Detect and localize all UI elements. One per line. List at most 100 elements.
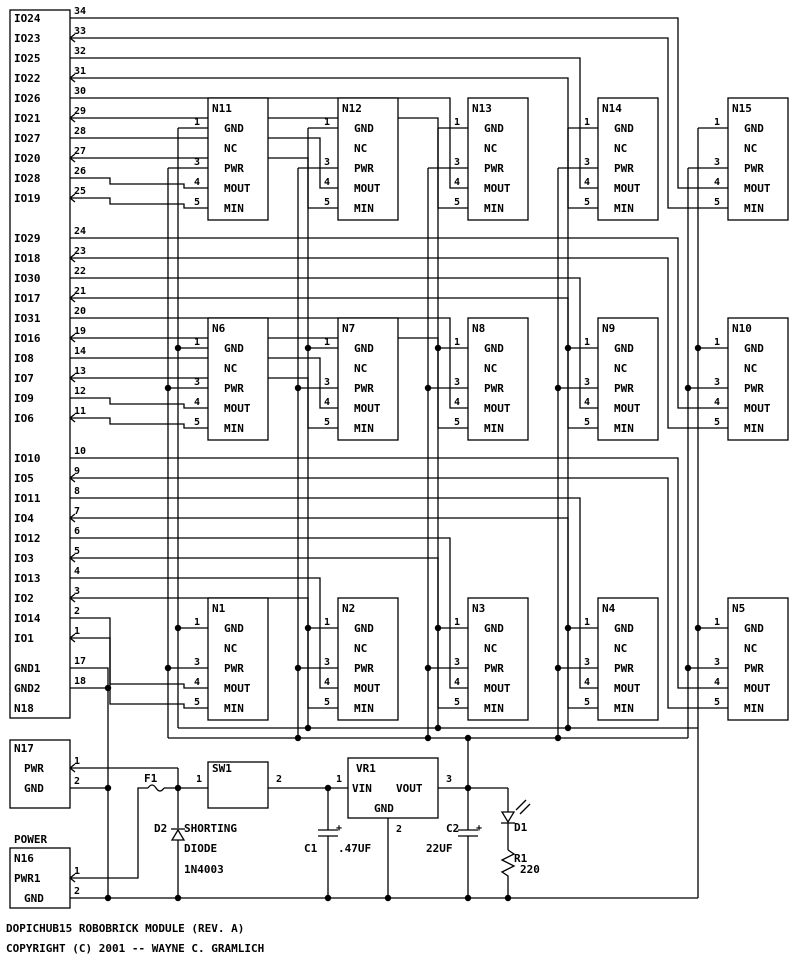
wires [64, 13, 746, 903]
node-pin-num: 1 [714, 117, 720, 128]
junction-dot [164, 384, 172, 392]
io-label-gnd1: GND1 [14, 662, 41, 675]
io-pin-num-10: 10 [74, 446, 86, 457]
node-pin-label: MIN [484, 422, 504, 435]
io-label-io3: IO3 [14, 552, 34, 565]
node-pin-num: 1 [194, 117, 200, 128]
node-pin-num: 5 [714, 417, 720, 428]
node-pin-num: 4 [194, 677, 200, 688]
wire [70, 637, 219, 709]
node-pin-num: 5 [324, 417, 330, 428]
node-pin-num: 1 [454, 337, 460, 348]
node-pin-label: MIN [744, 422, 764, 435]
wire [70, 177, 224, 189]
junction-dot [554, 664, 562, 672]
junction-dot [554, 384, 562, 392]
node-n2 [337, 597, 399, 721]
vr1-pin1: 1 [336, 774, 342, 785]
io-label-io31: IO31 [14, 312, 41, 325]
wire [70, 417, 219, 429]
junction-dot [434, 724, 442, 732]
io-label-io22: IO22 [14, 72, 41, 85]
node-pin-label: GND [614, 122, 634, 135]
io-label-io29: IO29 [14, 232, 41, 245]
fuse-icon [147, 784, 165, 792]
io-label-io24: IO24 [14, 12, 41, 25]
node-pin-label: PWR [354, 382, 374, 395]
node-pin-num: 1 [714, 337, 720, 348]
node-pin-num: 5 [194, 417, 200, 428]
io-label-gnd2: GND2 [14, 682, 41, 695]
junction-dot [684, 664, 692, 672]
node-pin-num: 1 [584, 117, 590, 128]
io-label-io13: IO13 [14, 572, 41, 585]
io-pin-num-7: 7 [74, 506, 80, 517]
c2-value: 22UF [426, 842, 453, 855]
io-pin-num-9: 9 [74, 466, 80, 477]
vr1-pin3: 3 [446, 774, 452, 785]
node-n10 [727, 317, 789, 441]
io-pin-num-4: 4 [74, 566, 80, 577]
d1-label: D1 [514, 821, 528, 834]
node-pin-num: 5 [194, 697, 200, 708]
node-pin-label: NC [744, 142, 757, 155]
junction-dot [564, 724, 572, 732]
node-label-n14: N14 [602, 102, 622, 115]
io-pin-num-5: 5 [74, 546, 80, 557]
d2-desc2: DIODE [184, 842, 217, 855]
node-n1 [207, 597, 269, 721]
wire [70, 277, 614, 409]
node-pin-num: 1 [714, 617, 720, 628]
node-pin-label: GND [354, 342, 374, 355]
node-pin-num: 4 [584, 677, 590, 688]
node-pin-num: 3 [714, 377, 720, 388]
n16-pin2: 2 [74, 886, 80, 897]
junction-dot [684, 384, 692, 392]
node-pin-num: 1 [454, 117, 460, 128]
junction-dot [434, 344, 442, 352]
node-pin-num: 3 [194, 157, 200, 168]
wire [70, 557, 479, 709]
node-pin-num: 3 [584, 377, 590, 388]
node-pin-label: MOUT [224, 682, 251, 695]
power-label: POWER [14, 833, 47, 846]
io-label-io23: IO23 [14, 32, 41, 45]
node-pin-num: 3 [324, 657, 330, 668]
gnd1-wire [70, 667, 109, 898]
io-pin-num-30: 30 [74, 86, 86, 97]
node-pin-num: 5 [584, 697, 590, 708]
node-pin-num: 5 [324, 697, 330, 708]
n17-gnd-label: GND [24, 782, 44, 795]
node-pin-num: 1 [454, 617, 460, 628]
junction-dot [304, 344, 312, 352]
node-pin-label: PWR [484, 162, 504, 175]
node-pin-num: 1 [324, 337, 330, 348]
n17-pin1: 1 [74, 756, 80, 767]
node-pin-label: PWR [614, 162, 634, 175]
io-pin-num-23: 23 [74, 246, 86, 257]
wire [70, 137, 354, 189]
node-label-n13: N13 [472, 102, 492, 115]
io-label-io8: IO8 [14, 352, 34, 365]
node-pin-num: 3 [584, 157, 590, 168]
node-pin-label: MOUT [614, 682, 641, 695]
junction-dot [164, 664, 172, 672]
r1-value: 220 [520, 863, 540, 876]
node-pin-num: 3 [714, 657, 720, 668]
node-pin-num: 4 [714, 397, 720, 408]
node-pin-label: NC [224, 142, 237, 155]
node-pin-num: 4 [324, 677, 330, 688]
junction-dot [294, 664, 302, 672]
io-pin-num-17: 17 [74, 656, 86, 667]
n16-connector [9, 847, 71, 909]
wire [70, 357, 354, 409]
node-pin-label: PWR [744, 382, 764, 395]
node-pin-label: MIN [224, 422, 244, 435]
node-pin-num: 4 [194, 177, 200, 188]
junction-dot [174, 344, 182, 352]
node-pin-label: MOUT [614, 402, 641, 415]
wire [70, 617, 224, 689]
node-pin-label: MIN [744, 702, 764, 715]
node-pin-label: NC [224, 642, 237, 655]
io-label-io14: IO14 [14, 612, 41, 625]
